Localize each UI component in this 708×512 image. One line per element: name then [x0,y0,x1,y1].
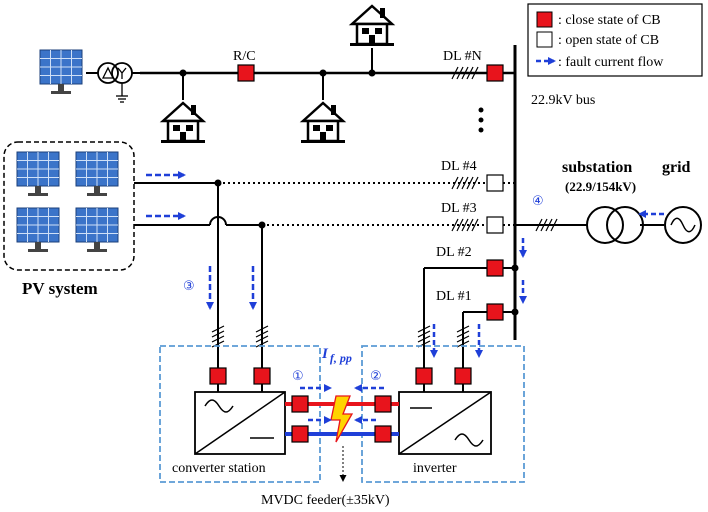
dc-breaker-closed[interactable] [291,395,309,413]
dl-n-label: DL #N [443,49,482,64]
converter-ac-breaker-closed[interactable] [209,367,227,385]
legend-closed-swatch [536,11,553,28]
bus-label: 22.9kV bus [531,93,595,108]
ellipsis-dots [478,107,484,133]
grid-label: grid [662,159,691,176]
marker-1: ① [292,368,304,383]
pv-system-label: PV system [22,279,98,298]
legend: : close state of CB : open state of CB :… [527,3,703,77]
legend-closed-label: : close state of CB [558,13,661,28]
solar-panel-icon [16,151,60,197]
dl-n-breaker-closed[interactable] [486,64,504,82]
dl1-line [456,308,519,368]
inverter-station: inverter [361,345,525,483]
inverter-icon [398,391,492,455]
solar-panel-icon [16,207,60,253]
dl2-label: DL #2 [436,245,472,260]
converter-feed-lines [211,183,269,368]
pv-system: PV system [3,141,135,298]
legend-open-swatch [536,31,553,48]
fault-current-subscript: f, pp [330,351,352,365]
converter-ac-breaker-closed[interactable] [253,367,271,385]
converter-station: converter station [159,345,321,483]
substation-line [515,218,664,232]
house-icon [159,101,207,145]
dl1-label: DL #1 [436,289,472,304]
marker-4: ④ [532,193,544,208]
substation-label: substation [562,159,632,176]
legend-open-label: : open state of CB [558,33,659,48]
inverter-label: inverter [413,461,457,476]
mvdc-feeder-label: MVDC feeder(±35kV) [261,493,390,508]
solar-panel-icon [75,151,119,197]
dl2-breaker-closed[interactable] [486,259,504,277]
rc-label: R/C [233,49,256,64]
dc-breaker-closed[interactable] [291,425,309,443]
top-solar-panel-icon [39,49,83,95]
marker-3: ③ [183,278,195,293]
rc-breaker-closed[interactable] [237,64,255,82]
dl4-breaker-open[interactable] [486,174,504,192]
inverter-ac-breaker-closed[interactable] [415,367,433,385]
legend-fault-label: : fault current flow [558,55,664,70]
converter-station-label: converter station [172,461,266,476]
dl3-line [134,216,515,232]
marker-2: ② [370,368,382,383]
dl4-line [134,176,515,190]
dl2-line [417,264,519,368]
dl3-label: DL #3 [441,201,477,216]
house-icon [348,4,396,48]
dc-breaker-closed[interactable] [374,425,392,443]
top-transformer-icon [86,62,140,103]
substation-transformer-icon [586,206,644,244]
lightning-icon [330,395,354,443]
dc-link [285,395,399,443]
dl4-label: DL #4 [441,159,477,174]
upper-feeder [140,48,515,100]
dl3-breaker-open[interactable] [486,216,504,234]
substation-voltage-label: (22.9/154kV) [565,179,636,194]
inverter-ac-breaker-closed[interactable] [454,367,472,385]
converter-icon [194,391,286,455]
fault-current-symbol: I [321,346,329,362]
house-icon [299,101,347,145]
dc-breaker-closed[interactable] [374,395,392,413]
hatch-marks [451,66,479,80]
grid-ac-source-icon [664,206,702,244]
solar-panel-icon [75,207,119,253]
dl1-breaker-closed[interactable] [486,303,504,321]
